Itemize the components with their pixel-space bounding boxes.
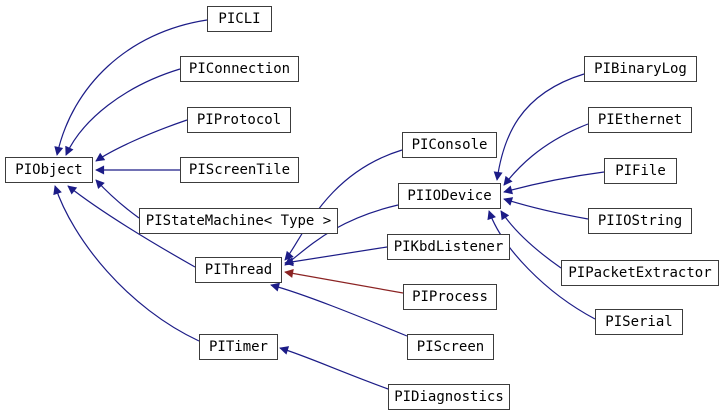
edge-pithread-to-piobject	[67, 185, 196, 268]
node-piprotocol[interactable]: PIProtocol	[187, 107, 291, 133]
node-piprocess[interactable]: PIProcess	[403, 284, 497, 310]
node-pidiagnostics[interactable]: PIDiagnostics	[388, 384, 510, 410]
edge-pipacketextractor-to-piiodevice	[500, 210, 562, 269]
node-pitimer[interactable]: PITimer	[199, 334, 278, 360]
node-picli[interactable]: PICLI	[207, 6, 272, 32]
node-piobject[interactable]: PIObject	[5, 157, 93, 183]
node-piiostring[interactable]: PIIOString	[588, 208, 692, 234]
node-pifile[interactable]: PIFile	[604, 158, 677, 184]
edge-piscreen-to-pithread	[270, 282, 408, 337]
edge-piethernet-to-piiodevice	[503, 123, 589, 186]
node-piiodevice[interactable]: PIIODevice	[398, 183, 501, 209]
node-piconsole[interactable]: PIConsole	[402, 132, 497, 158]
edge-pistatemachine-to-piobject	[95, 179, 140, 219]
node-pistatemachine[interactable]: PIStateMachine< Type >	[139, 208, 338, 234]
edge-piserial-to-piiodevice	[487, 210, 596, 320]
edge-piconsole-to-pithread	[284, 149, 403, 261]
node-pikbdlistener[interactable]: PIKbdListener	[387, 234, 510, 260]
node-pibinarylog[interactable]: PIBinaryLog	[584, 56, 697, 82]
edge-pikbdlistener-to-pithread	[284, 246, 388, 267]
edge-piprocess-to-pithread	[284, 269, 404, 294]
edge-piiostring-to-piiodevice	[503, 197, 589, 220]
node-pipacketextractor[interactable]: PIPacketExtractor	[561, 260, 719, 286]
edge-piconnection-to-piobject	[65, 68, 181, 156]
node-pithread[interactable]: PIThread	[195, 257, 282, 283]
node-piscreen[interactable]: PIScreen	[407, 334, 494, 360]
node-piethernet[interactable]: PIEthernet	[588, 107, 692, 133]
edge-piprotocol-to-piobject	[95, 119, 188, 162]
node-piserial[interactable]: PISerial	[595, 309, 683, 335]
node-piscreentile[interactable]: PIScreenTile	[180, 157, 299, 183]
edge-pifile-to-piiodevice	[503, 171, 605, 195]
edge-pibinarylog-to-piiodevice	[493, 73, 585, 181]
edge-pitimer-to-piobject	[53, 185, 200, 342]
edge-pidiagnostics-to-pitimer	[279, 346, 389, 390]
node-piconnection[interactable]: PIConnection	[180, 56, 299, 82]
edge-picli-to-piobject	[54, 19, 208, 156]
